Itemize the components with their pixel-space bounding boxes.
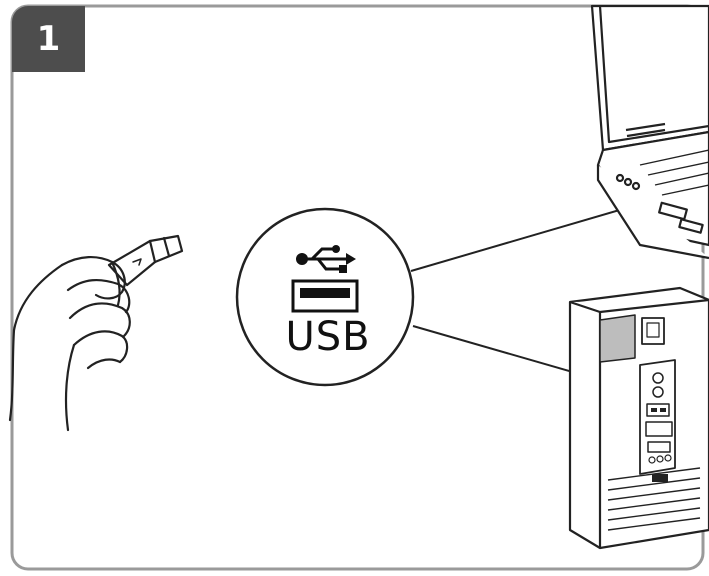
connector-line-laptop (410, 203, 641, 272)
usb-trident-icon (296, 245, 356, 273)
laptop-illustration (590, 4, 709, 260)
usb-port-icon (291, 279, 359, 313)
desktop-tower-illustration (568, 286, 709, 550)
step-number-badge: 1 (12, 6, 85, 72)
usb-label: USB (285, 314, 371, 360)
hand-holding-usb-plug (8, 234, 184, 432)
